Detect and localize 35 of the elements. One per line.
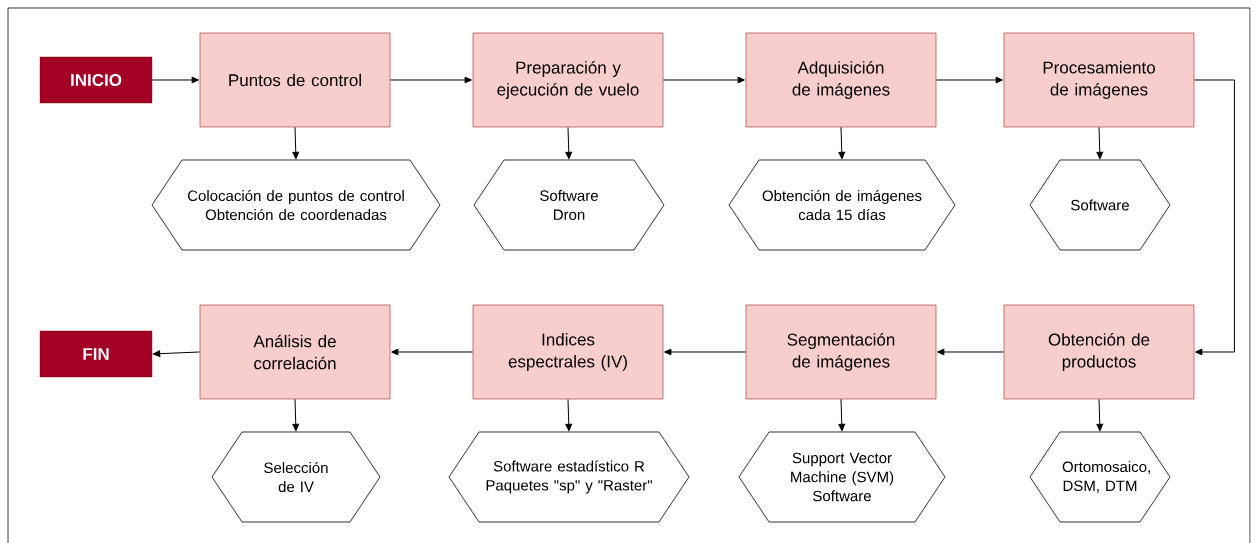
arrow — [292, 398, 300, 432]
arrow — [838, 126, 846, 160]
note-hexagon: Selección de IV — [211, 431, 381, 523]
arrow — [151, 76, 199, 84]
arrow — [838, 398, 846, 432]
note-hexagon: Colocación de puntos de control Obtención de coordenadas — [151, 159, 441, 251]
arrow — [152, 350, 201, 358]
note-hexagon: Ortomosaico, DSM, DTM — [1029, 431, 1171, 523]
arrow — [389, 76, 472, 84]
process-box: Adquisición de imágenes — [745, 32, 937, 128]
arrow — [565, 126, 573, 160]
note-hexagon: Software estadístico R Paquetes "sp" y "Raster" — [448, 431, 690, 523]
arrow — [1096, 398, 1104, 432]
arrow — [565, 398, 573, 432]
arrow — [662, 76, 745, 84]
process-box: Obtención de productos — [1003, 304, 1195, 400]
process-box: Indices espectrales (IV) — [472, 304, 664, 400]
arrow — [937, 348, 1005, 356]
arrow — [935, 76, 1003, 84]
arrow — [664, 348, 747, 356]
note-hexagon: Support Vector Machine (SVM) Software — [738, 431, 946, 523]
arrow — [292, 126, 300, 160]
process-box: Análisis de correlación — [199, 304, 391, 400]
process-box: Preparación y ejecución de vuelo — [472, 32, 664, 128]
arrow — [1193, 79, 1235, 356]
arrow — [391, 348, 474, 356]
terminal-box: INICIO — [39, 56, 153, 104]
process-box: Procesamiento de imágenes — [1003, 32, 1195, 128]
process-box: Puntos de control — [199, 32, 391, 128]
arrow — [1096, 126, 1104, 160]
note-hexagon: Obtención de imágenes cada 15 días — [728, 159, 956, 251]
note-hexagon: Software Dron — [473, 159, 665, 251]
process-box: Segmentación de imágenes — [745, 304, 937, 400]
note-hexagon: Software — [1029, 159, 1171, 251]
terminal-box: FIN — [39, 330, 153, 378]
